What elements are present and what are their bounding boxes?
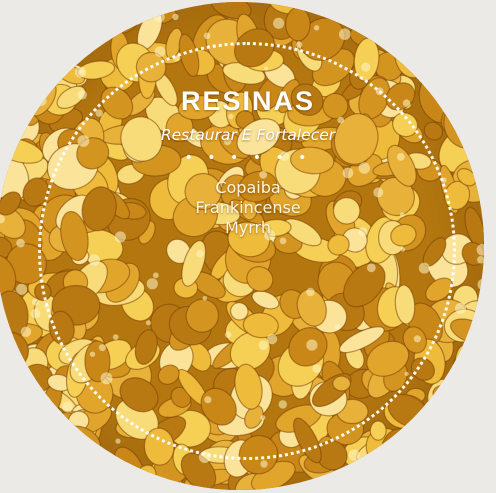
resin-pebble xyxy=(0,206,26,239)
resin-glint xyxy=(79,69,84,74)
resin-pebble xyxy=(454,344,481,398)
resin-pebble xyxy=(285,6,311,42)
resin-glint xyxy=(34,403,41,410)
resin-pebble xyxy=(423,121,444,141)
resin-glint xyxy=(470,470,477,477)
resin-glint xyxy=(31,298,39,306)
resin-pebble xyxy=(0,137,44,164)
resin-glint xyxy=(9,412,21,425)
resin-glint xyxy=(260,460,268,468)
resin-pebble xyxy=(383,463,414,490)
dotted-divider: • • • • • • xyxy=(184,150,312,166)
resin-glint xyxy=(348,449,360,461)
resin-pebble xyxy=(5,2,26,27)
resin-pebble xyxy=(0,236,13,261)
resin-pebble xyxy=(369,420,387,441)
resin-pebble xyxy=(347,2,391,28)
resin-pebble xyxy=(459,2,484,21)
resin-pebble xyxy=(0,331,30,371)
resin-glint xyxy=(442,104,451,114)
resin-pebble xyxy=(0,403,20,442)
resin-pebble xyxy=(443,422,473,463)
resin-glint xyxy=(42,6,54,18)
resin-glint xyxy=(36,95,47,106)
oil-item: Myrrh xyxy=(224,218,271,237)
resin-glint xyxy=(361,62,371,72)
resin-glint xyxy=(388,437,399,448)
resin-glint xyxy=(296,41,303,48)
resin-pebble xyxy=(394,27,436,79)
resin-glint xyxy=(313,25,320,31)
label-subtitle: Restaurar E Fortalecer xyxy=(160,126,336,144)
resin-pebble xyxy=(449,318,484,345)
resin-glint xyxy=(62,401,73,413)
resin-glint xyxy=(339,28,351,40)
oil-list: Copaiba Frankincense Myrrh xyxy=(0,178,496,238)
resin-glint xyxy=(0,20,5,31)
resin-glint xyxy=(77,90,88,100)
label-title: RESINAS xyxy=(180,86,316,116)
resin-glint xyxy=(153,11,165,23)
resin-glint xyxy=(16,283,28,295)
resin-glint xyxy=(75,20,86,31)
resin-pebble xyxy=(211,2,252,20)
resin-glint xyxy=(472,455,484,468)
resin-glint xyxy=(203,32,211,40)
dotted-circle xyxy=(38,42,456,460)
resin-glint xyxy=(16,238,25,248)
resin-pebble xyxy=(456,167,477,187)
resin-glint xyxy=(115,438,121,444)
resin-pebble xyxy=(116,2,139,14)
resin-pebble xyxy=(59,18,80,38)
resin-glint xyxy=(476,244,484,256)
resin-pebble xyxy=(1,86,34,123)
resin-glint xyxy=(477,256,484,264)
resin-pebble xyxy=(0,431,31,476)
resin-glint xyxy=(477,278,484,291)
resin-pebble xyxy=(0,191,22,216)
resin-glint xyxy=(454,302,467,314)
resin-glint xyxy=(0,214,5,224)
resin-pebble xyxy=(457,34,484,69)
resin-glint xyxy=(30,308,41,319)
resin-glint xyxy=(402,437,415,450)
resin-glint xyxy=(402,99,411,107)
resin-pebble xyxy=(57,425,102,463)
resin-glint xyxy=(20,326,32,337)
resin-glint xyxy=(414,58,424,68)
resin-glint xyxy=(172,13,179,21)
resin-pebble xyxy=(381,428,414,464)
resin-pebble xyxy=(447,387,477,420)
oil-item: Frankincense xyxy=(195,198,301,217)
resin-pebble xyxy=(443,98,484,149)
resin-glint xyxy=(77,2,83,5)
resin-glint xyxy=(23,430,34,441)
resin-pebble xyxy=(0,377,14,397)
resin-glint xyxy=(457,407,468,418)
resin-pebble xyxy=(132,464,157,490)
resin-glint xyxy=(273,17,285,29)
resin-pebble xyxy=(56,85,86,109)
resin-pebble xyxy=(441,460,464,490)
resin-glint xyxy=(154,46,166,57)
oil-item: Copaiba xyxy=(215,178,281,197)
